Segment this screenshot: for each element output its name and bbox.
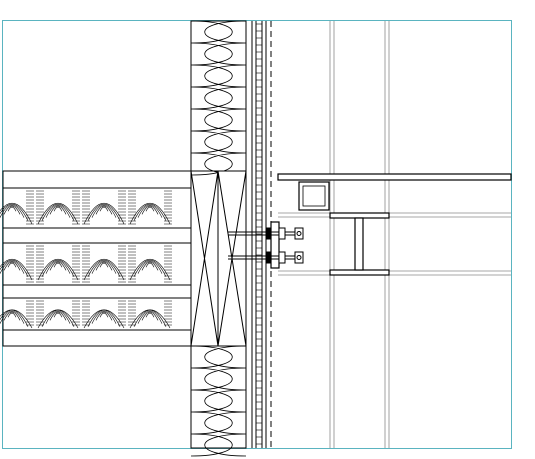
grain-arc: [145, 312, 155, 318]
grain-arc: [83, 203, 125, 225]
grain-arc: [49, 261, 67, 271]
grain-arc: [0, 259, 29, 277]
grain-arc: [145, 262, 155, 268]
grain-arc: [49, 205, 67, 215]
grain-arc: [141, 261, 159, 271]
batt-wave: [190, 345, 247, 457]
grain-arc: [145, 206, 155, 212]
grain-arc: [137, 204, 163, 218]
grain-arc: [95, 261, 113, 271]
clt-floor-slab: [0, 170, 192, 347]
grain-arc: [99, 262, 109, 268]
grain-arc: [41, 203, 75, 221]
wall-insulation: [190, 20, 247, 457]
grain-arc: [0, 203, 33, 225]
grain-arc: [137, 310, 163, 324]
insulation-batt-top: [190, 20, 247, 176]
grain-arc: [95, 311, 113, 321]
grain-arc: [49, 311, 67, 321]
grain-arc: [41, 309, 75, 327]
grain-arc: [95, 205, 113, 215]
rim-board: [190, 170, 219, 347]
grain-arc: [7, 206, 17, 212]
grain-arc: [0, 260, 25, 274]
grain-arc: [133, 309, 167, 327]
grain-arc: [91, 260, 117, 274]
grain-arc: [3, 261, 21, 271]
grain-arc: [141, 311, 159, 321]
insulation-batt-bottom: [190, 345, 247, 457]
grain-arc: [133, 203, 167, 221]
grain-arc: [99, 206, 109, 212]
grain-arc: [53, 312, 63, 318]
anchor-bolts: [228, 227, 304, 264]
steel-tube: [298, 181, 330, 211]
sheathing-hatch: [256, 23, 262, 445]
grain-arc: [45, 260, 71, 274]
grain-arc: [53, 206, 63, 212]
grain-arc: [41, 259, 75, 277]
grain-arc: [0, 310, 25, 324]
facade-grid: [278, 21, 511, 448]
batt-wave: [190, 20, 247, 176]
grain-arc: [133, 259, 167, 277]
wood-grain-hatch: [0, 190, 172, 329]
grain-arc: [0, 204, 25, 218]
grain-arc: [0, 309, 29, 327]
grain-arc: [0, 203, 29, 221]
grain-arc: [91, 204, 117, 218]
grain-arc: [87, 259, 121, 277]
grain-arc: [91, 310, 117, 324]
grain-arc: [87, 203, 121, 221]
grain-arc: [37, 203, 79, 225]
grain-arc: [53, 262, 63, 268]
steel-i-beam: [329, 212, 390, 276]
grain-arc: [87, 309, 121, 327]
grain-arc: [7, 312, 17, 318]
grain-arc: [141, 205, 159, 215]
grain-arc: [137, 260, 163, 274]
grain-arc: [45, 204, 71, 218]
edge-angle: [277, 173, 512, 181]
connection-plate: [270, 221, 280, 269]
grain-arc: [3, 311, 21, 321]
grain-arc: [129, 203, 171, 225]
grain-arc: [99, 312, 109, 318]
grain-arc: [3, 205, 21, 215]
grain-arc: [45, 310, 71, 324]
grain-arc: [7, 262, 17, 268]
